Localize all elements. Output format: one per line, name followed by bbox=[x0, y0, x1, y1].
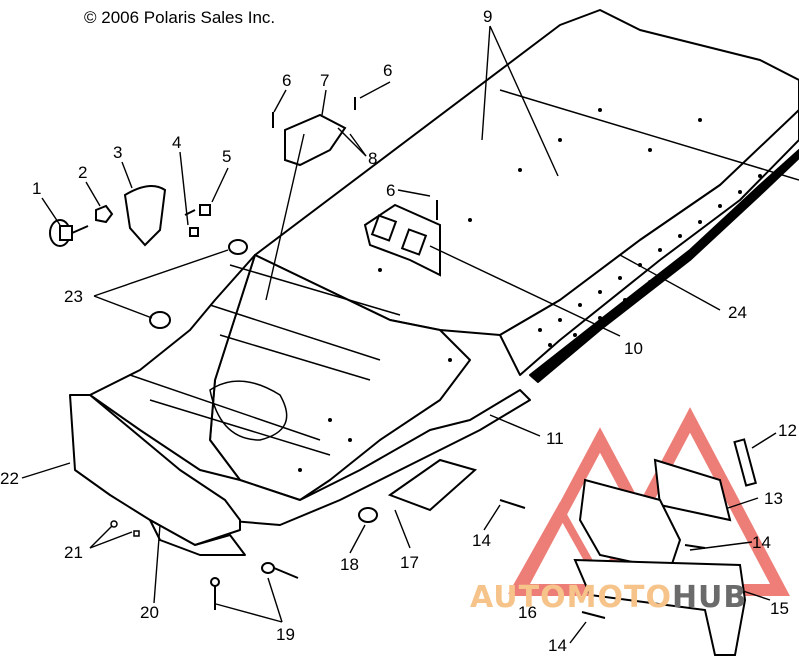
part-12-fastener bbox=[733, 438, 758, 487]
cross-members bbox=[129, 89, 799, 456]
callout-23: 23 bbox=[64, 287, 83, 306]
part-4-screw bbox=[189, 227, 199, 237]
callout-2: 2 bbox=[78, 163, 87, 182]
callout-6-right: 6 bbox=[383, 61, 392, 80]
part-14-pin-c bbox=[581, 611, 606, 619]
callout-21: 21 bbox=[64, 543, 83, 562]
rail-holes bbox=[298, 108, 762, 472]
part-21-rivet bbox=[110, 520, 118, 528]
part-23-plug-upper bbox=[228, 239, 248, 255]
callout-12: 12 bbox=[778, 421, 797, 440]
part-7-mount-plate bbox=[284, 113, 347, 167]
callout-20: 20 bbox=[140, 603, 159, 622]
leader-lines bbox=[21, 25, 777, 644]
part-19-pins bbox=[210, 562, 299, 610]
callout-8: 8 bbox=[368, 149, 377, 168]
callout-1: 1 bbox=[32, 179, 41, 198]
callout-18: 18 bbox=[340, 555, 359, 574]
callout-3: 3 bbox=[113, 143, 122, 162]
callout-5: 5 bbox=[222, 147, 231, 166]
part-17-plate bbox=[387, 458, 478, 512]
callout-16: 16 bbox=[518, 603, 537, 622]
part-5-bolt bbox=[184, 204, 211, 216]
callout-22: 22 bbox=[0, 469, 19, 488]
part-13-side-plate bbox=[653, 458, 732, 522]
part-18-plug bbox=[358, 507, 378, 523]
part-23-plug-lower bbox=[149, 311, 171, 329]
part-2-nut bbox=[95, 204, 114, 224]
callout-14-bottom: 14 bbox=[548, 636, 567, 655]
part-15-lower-plate bbox=[573, 558, 747, 656]
callout-10: 10 bbox=[624, 339, 643, 358]
callout-19: 19 bbox=[276, 625, 295, 644]
part-21-rivet-b bbox=[133, 530, 140, 537]
callout-4: 4 bbox=[172, 133, 181, 152]
callout-13: 13 bbox=[764, 489, 783, 508]
callout-6-center: 6 bbox=[386, 181, 395, 200]
part-3-bracket bbox=[123, 185, 167, 247]
callout-11: 11 bbox=[546, 429, 564, 448]
callout-15: 15 bbox=[770, 599, 789, 618]
callout-7: 7 bbox=[320, 71, 329, 90]
part-14-pin-b bbox=[684, 544, 706, 549]
part-1-bumper bbox=[49, 219, 89, 247]
part-10-dual-window-bracket bbox=[363, 203, 441, 277]
part-14-pin-a bbox=[499, 499, 526, 509]
watermark-moto: MOTO bbox=[566, 580, 672, 615]
callout-17: 17 bbox=[400, 553, 419, 572]
callout-14-right: 14 bbox=[752, 533, 771, 552]
callout-14-center: 14 bbox=[472, 531, 491, 550]
callout-9: 9 bbox=[483, 7, 492, 26]
callout-6-left: 6 bbox=[282, 71, 291, 90]
watermark-text: AUTOMOTOHUB bbox=[470, 580, 747, 615]
watermark-hub: HUB bbox=[671, 580, 748, 615]
callout-labels: 1 2 3 4 5 6 6 6 7 8 9 10 11 12 13 14 14 … bbox=[0, 7, 797, 655]
callout-24: 24 bbox=[728, 303, 747, 322]
watermark-auto: AUTO bbox=[470, 580, 567, 615]
copyright-notice: © 2006 Polaris Sales Inc. bbox=[84, 8, 276, 27]
